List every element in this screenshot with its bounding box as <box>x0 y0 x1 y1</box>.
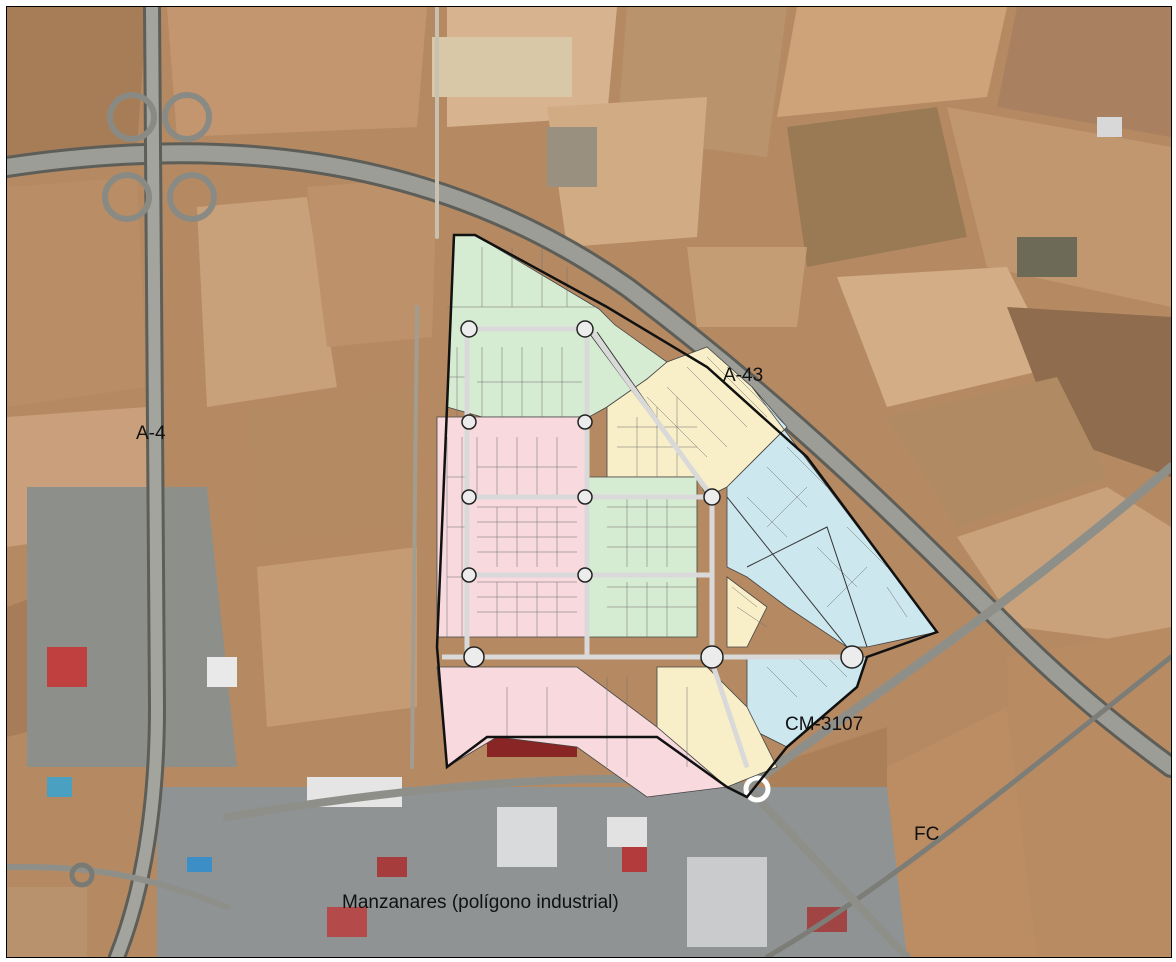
label-cm3107: CM-3107 <box>785 714 864 735</box>
label-a4: A-4 <box>136 423 166 444</box>
road-cm3107 <box>742 462 1171 792</box>
planned-estate <box>435 233 940 799</box>
parcel-grid <box>446 247 908 777</box>
map-frame: A-4 A-43 CM-3107 FC Manzanares (polígono… <box>6 6 1172 958</box>
industrial-area <box>27 487 907 957</box>
zone-blue-east <box>726 386 938 648</box>
zone-pink-south <box>436 666 728 798</box>
label-fc: FC <box>914 824 940 845</box>
zone-green-center <box>588 476 698 638</box>
aerial-map <box>7 7 1171 957</box>
railway-fc <box>764 654 1171 957</box>
zone-yellow-mid <box>726 576 768 648</box>
roundabouts <box>460 320 864 669</box>
label-a43: A-43 <box>723 365 764 386</box>
agricultural-fields <box>7 7 1171 957</box>
estate-boundary <box>435 233 940 799</box>
label-town: Manzanares (polígono industrial) <box>342 892 619 913</box>
